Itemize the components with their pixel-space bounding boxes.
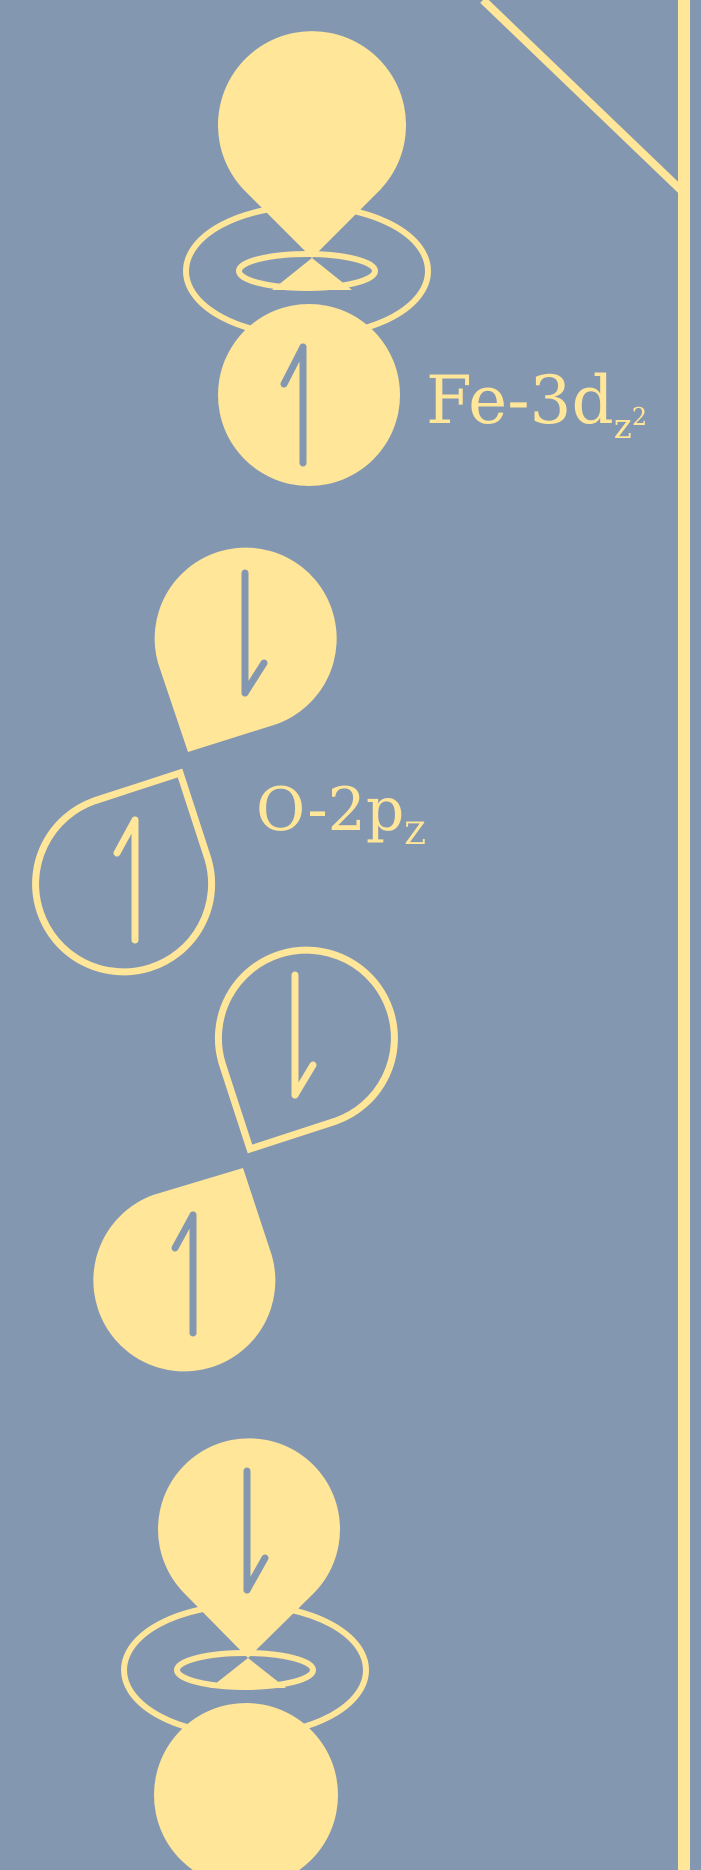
dz2-lower-lobe-cap bbox=[272, 258, 352, 290]
o-2pz-label: O-2pZ bbox=[256, 780, 426, 850]
fe-label-base: Fe-3d bbox=[426, 362, 614, 439]
corner-diagonal-line bbox=[483, 0, 684, 193]
o-label-base: O-2p bbox=[256, 775, 404, 845]
dz2-lower-lobe bbox=[218, 304, 400, 486]
fe-label-superscript: 2 bbox=[632, 403, 647, 431]
o-label-subscript: Z bbox=[404, 816, 426, 852]
spin-down-arrow bbox=[295, 975, 313, 1095]
spin-up-arrow bbox=[117, 820, 135, 940]
fe-label-subscript: z2 bbox=[614, 407, 647, 447]
fe-dz2-orbital-bottom bbox=[124, 1438, 366, 1870]
fe-dz2-orbital-top bbox=[186, 31, 428, 486]
dz2-lower-lobe-cap bbox=[210, 1658, 286, 1688]
pz-lower-lobe-filled bbox=[93, 1168, 275, 1371]
dz2-upper-lobe bbox=[218, 31, 406, 258]
fe-3dz2-label: Fe-3dz2 bbox=[426, 368, 647, 445]
o-pz-orbital-upper bbox=[36, 548, 337, 972]
o-pz-orbital-lower bbox=[93, 950, 394, 1371]
pz-upper-lobe-outline bbox=[218, 950, 394, 1149]
pz-lower-lobe-outline bbox=[36, 773, 212, 972]
